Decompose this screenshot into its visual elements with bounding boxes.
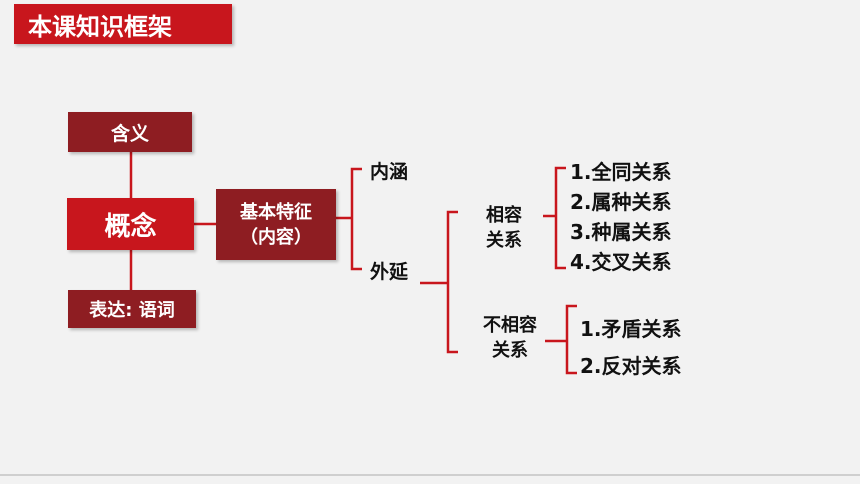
label-incompatible-line2: 关系 bbox=[492, 340, 528, 361]
label-compatible-line2: 关系 bbox=[486, 230, 522, 251]
node-meaning: 含义 bbox=[68, 112, 192, 152]
node-expression: 表达: 语词 bbox=[68, 290, 196, 328]
label-incompatible-relation: 不相容 关系 bbox=[472, 313, 548, 363]
compatible-item: 4.交叉关系 bbox=[570, 250, 672, 274]
compatible-item: 2.属种关系 bbox=[570, 190, 672, 214]
label-intension: 内涵 bbox=[370, 161, 409, 183]
bracket-intension-extension bbox=[350, 167, 362, 271]
label-incompatible-line1: 不相容 bbox=[483, 315, 537, 336]
label-compatible-relation: 相容 关系 bbox=[478, 203, 530, 253]
node-concept: 概念 bbox=[67, 198, 194, 250]
incompatible-item: 1.矛盾关系 bbox=[580, 317, 682, 341]
compatible-item: 3.种属关系 bbox=[570, 220, 672, 244]
compatible-item: 1.全同关系 bbox=[570, 160, 672, 184]
label-compatible-line1: 相容 bbox=[486, 205, 522, 226]
node-basic-features-line1: 基本特征 bbox=[240, 201, 312, 223]
node-basic-features: 基本特征 （内容） bbox=[216, 189, 336, 260]
bracket-compat-incompat bbox=[446, 210, 458, 354]
node-basic-features-line2: （内容） bbox=[240, 226, 312, 248]
bracket-incompatible-items bbox=[565, 304, 577, 375]
page-title: 本课知识框架 bbox=[14, 4, 232, 44]
incompatible-item: 2.反对关系 bbox=[580, 354, 682, 378]
bottom-divider bbox=[0, 474, 860, 476]
label-extension: 外延 bbox=[370, 261, 409, 283]
bracket-compatible-items bbox=[554, 166, 566, 270]
